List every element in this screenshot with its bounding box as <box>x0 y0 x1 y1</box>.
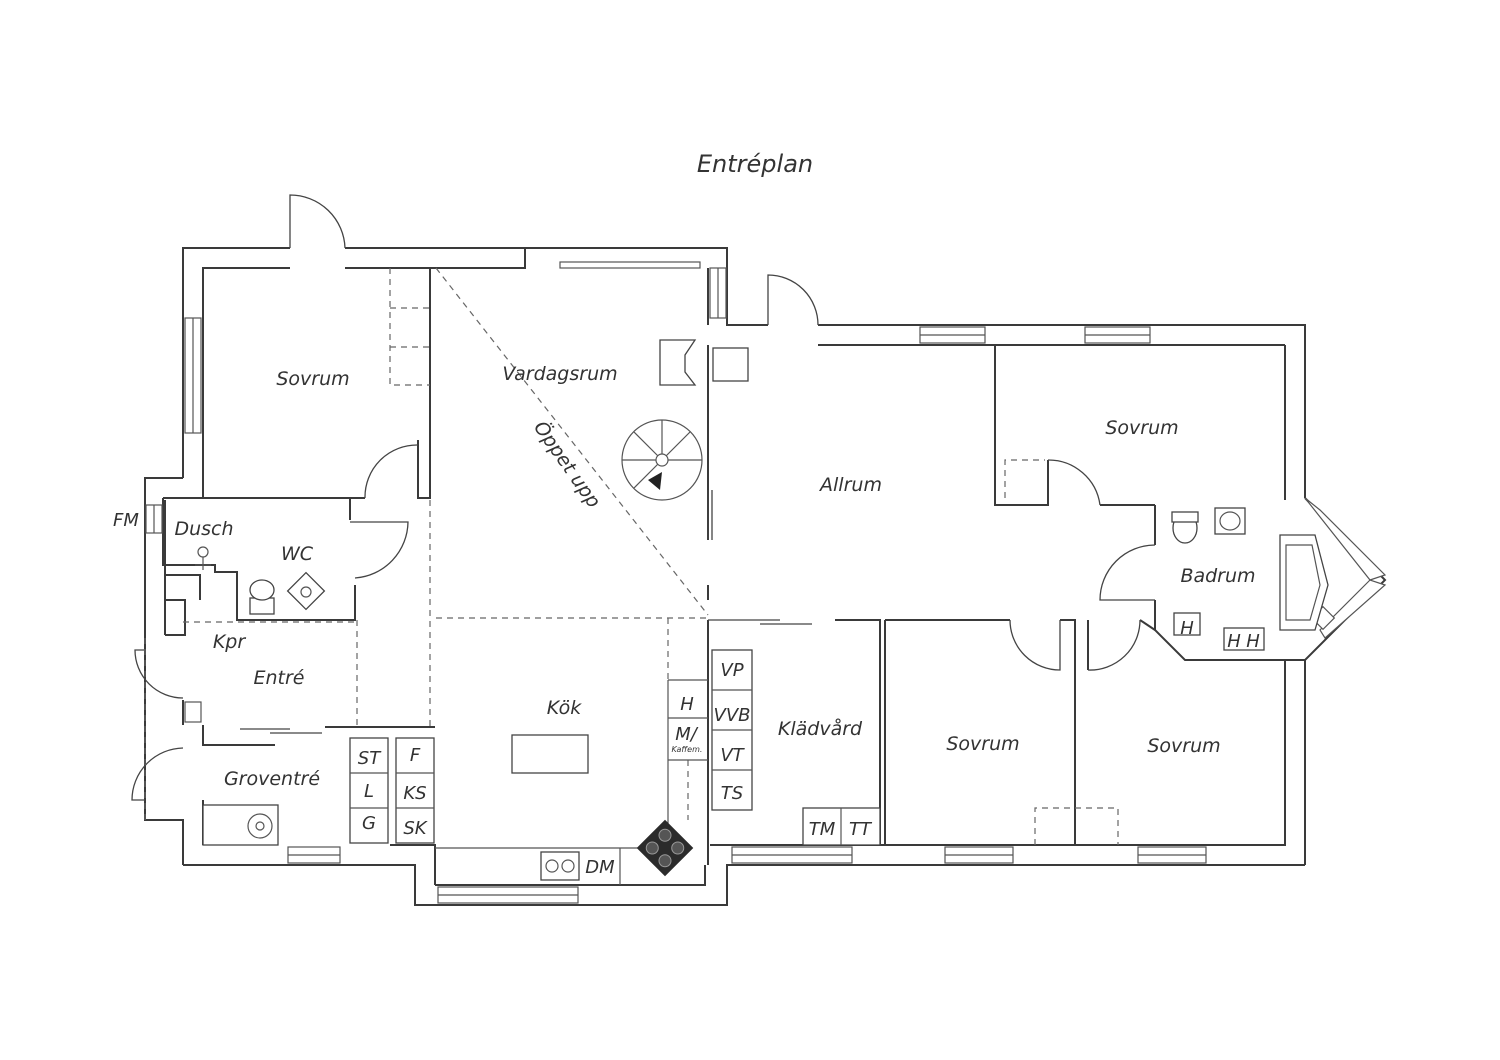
label-vt: VT <box>720 745 745 766</box>
room-sovrum-nw: Sovrum <box>276 368 349 390</box>
plan-title: Entréplan <box>697 150 813 178</box>
label-ts: TS <box>721 783 743 804</box>
room-allrum: Allrum <box>818 474 882 496</box>
bathroom-fixtures <box>195 507 1329 846</box>
room-badrum: Badrum <box>1180 565 1255 587</box>
label-h-bad2: H <box>1227 631 1241 652</box>
fixture-labels: FM ST L G F KS SK H M/ Kaffem. DM VP VVB… <box>113 510 1260 878</box>
room-kok: Kök <box>547 697 582 719</box>
room-kladvard: Klädvård <box>778 717 863 740</box>
windows <box>145 261 1387 904</box>
interior-walls <box>162 268 1305 865</box>
room-groventre: Groventré <box>224 768 320 790</box>
stairs-and-fireplace <box>621 339 749 501</box>
label-st: ST <box>358 748 382 769</box>
dashed-lines <box>144 267 1119 845</box>
label-oppet-upp: Öppet upp <box>529 417 605 512</box>
label-f: F <box>410 745 421 766</box>
room-sovrum-s2: Sovrum <box>1147 735 1220 757</box>
label-h-bad1: H <box>1180 618 1194 639</box>
stove-icon <box>636 819 694 877</box>
label-l: L <box>364 781 374 802</box>
label-tt: TT <box>849 819 873 840</box>
label-sk: SK <box>403 818 427 839</box>
label-g: G <box>362 813 376 834</box>
kitchen-island <box>511 734 589 774</box>
room-vardagsrum: Vardagsrum <box>502 363 617 385</box>
label-h-kok: H <box>680 694 694 715</box>
room-sovrum-ne: Sovrum <box>1105 417 1178 439</box>
label-h-bad3: H <box>1246 631 1260 652</box>
label-vvb: VVB <box>714 705 751 726</box>
exterior-walls <box>144 247 1387 906</box>
room-sovrum-s1: Sovrum <box>946 733 1019 755</box>
kitchen <box>435 679 708 885</box>
label-m-kok: M/ <box>675 724 699 745</box>
room-kpr: Kpr <box>213 631 247 653</box>
room-entre: Entré <box>254 667 305 689</box>
label-vp: VP <box>720 660 743 681</box>
label-fm: FM <box>113 510 139 531</box>
label-ks: KS <box>403 783 426 804</box>
doors <box>131 194 1156 801</box>
stair-arrow-icon <box>648 472 662 490</box>
room-dusch: Dusch <box>174 518 233 540</box>
appliance-boxes <box>349 612 1265 846</box>
label-dm: DM <box>585 857 615 878</box>
room-wc: WC <box>281 543 314 565</box>
label-kaffem: Kaffem. <box>672 745 703 754</box>
label-tm: TM <box>809 819 836 840</box>
